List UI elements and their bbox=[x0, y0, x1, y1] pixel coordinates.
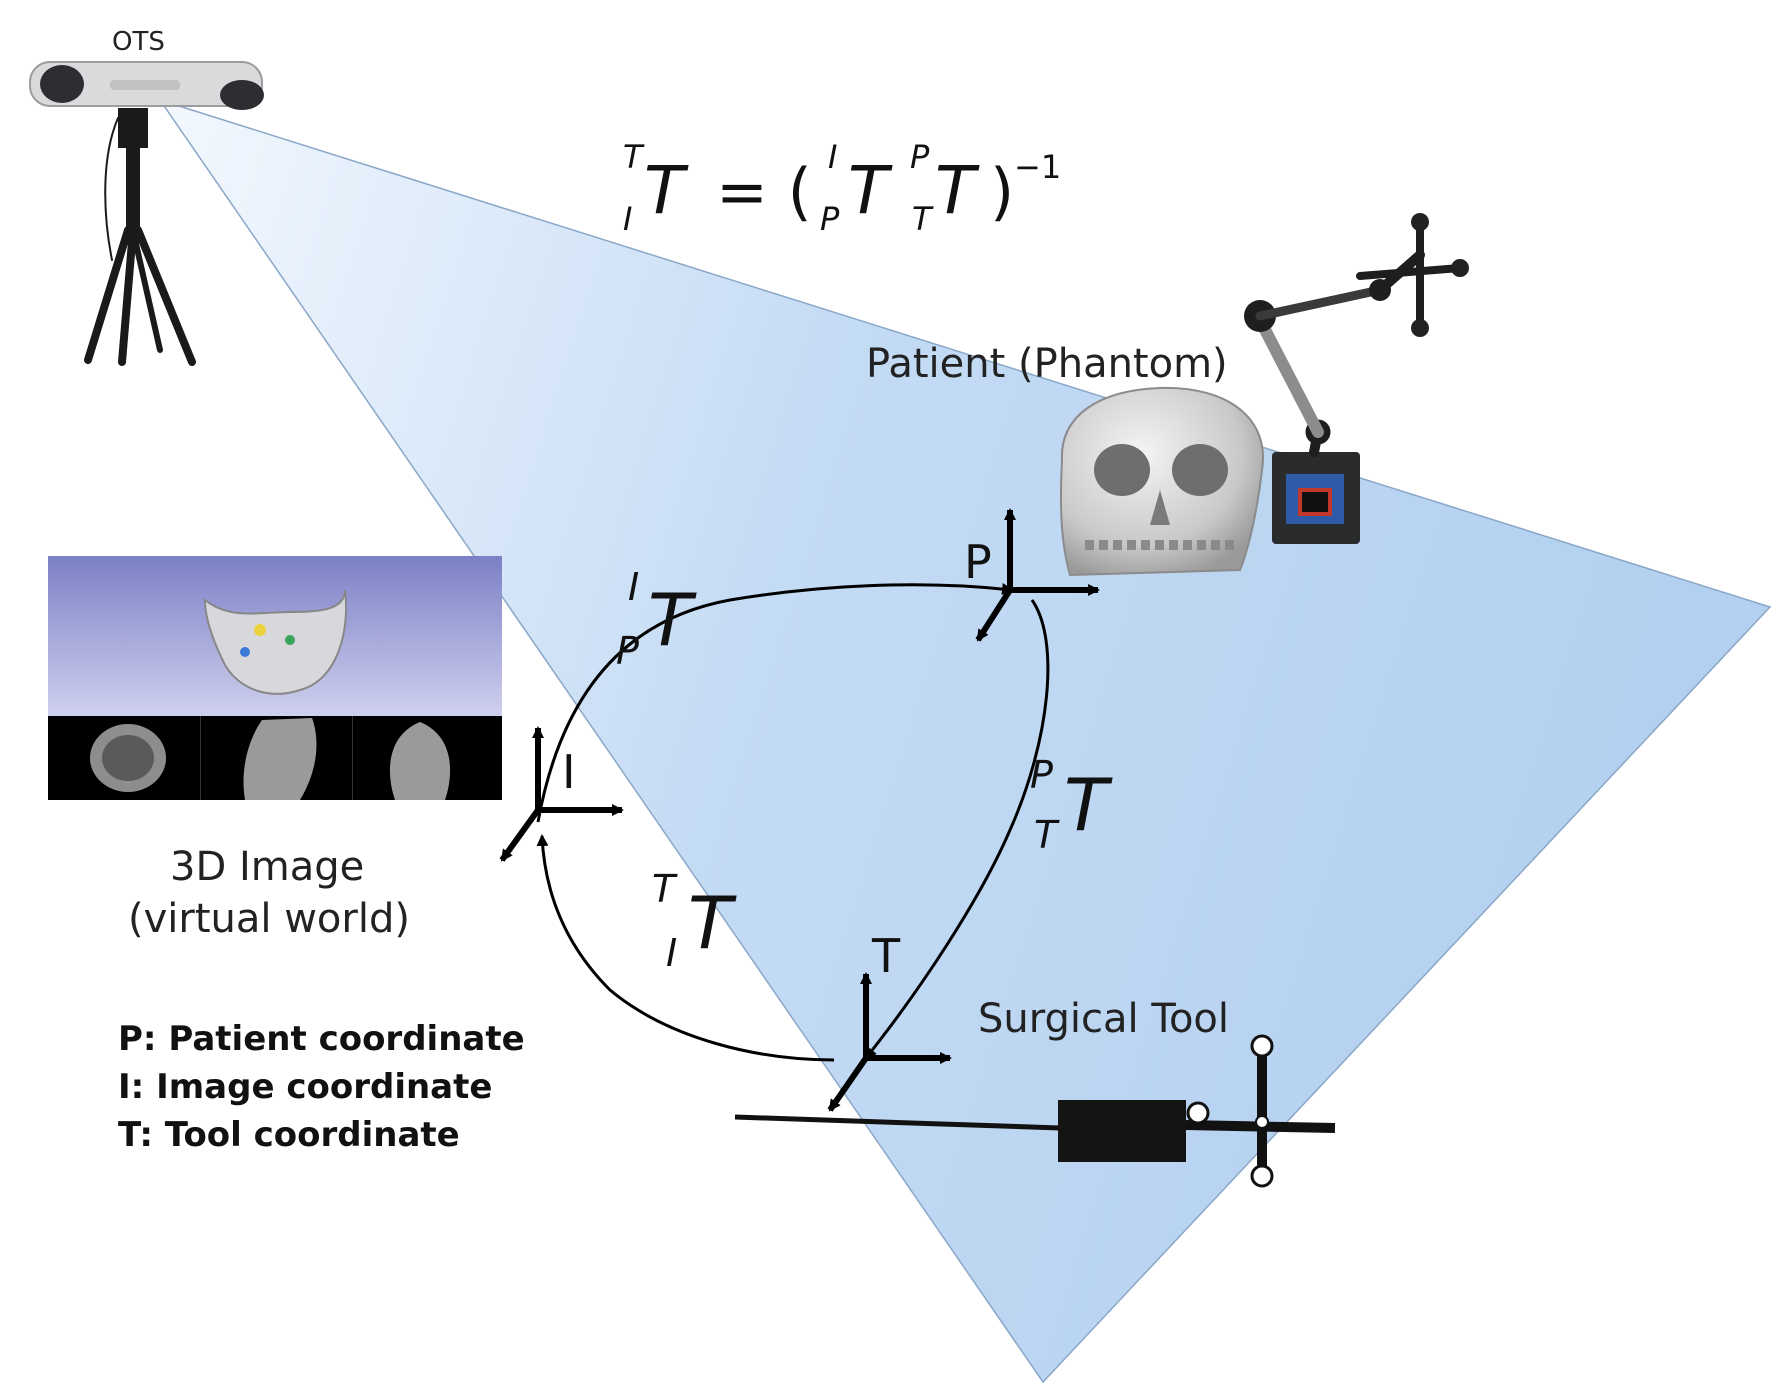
tool-frame bbox=[827, 972, 952, 1112]
svg-text:T: T bbox=[688, 881, 737, 965]
surgical-tool-icon bbox=[734, 1034, 1336, 1188]
svg-text:I: I bbox=[828, 138, 837, 176]
svg-text:): ) bbox=[990, 155, 1014, 228]
image-frame bbox=[499, 726, 624, 862]
image-label-line1: 3D Image bbox=[170, 844, 364, 890]
svg-text:= (: = ( bbox=[716, 155, 812, 228]
svg-text:T: T bbox=[1034, 813, 1060, 857]
tripod-icon bbox=[84, 108, 196, 366]
patient-frame bbox=[975, 508, 1100, 642]
ots-label: OTS bbox=[112, 27, 165, 57]
svg-text:I: I bbox=[628, 565, 639, 609]
marker-arm-icon bbox=[1244, 213, 1469, 457]
transform-label-ti: T I T bbox=[652, 867, 737, 975]
svg-text:P: P bbox=[910, 138, 930, 176]
transform-curve-ti bbox=[536, 834, 835, 1062]
transform-formula: T I T = ( I P T P T T ) −1 bbox=[623, 138, 1061, 238]
transform-curve-ip bbox=[536, 582, 1014, 823]
svg-text:T: T bbox=[644, 152, 689, 229]
svg-text:T: T bbox=[652, 867, 678, 911]
svg-text:P: P bbox=[1030, 753, 1053, 797]
ots-camera-icon bbox=[29, 61, 264, 110]
surgical-tool-label: Surgical Tool bbox=[978, 996, 1229, 1042]
patient-axis-label: P bbox=[964, 535, 992, 589]
patient-label: Patient (Phantom) bbox=[866, 341, 1228, 387]
svg-text:T: T bbox=[1064, 763, 1113, 847]
transform-label-pt: P T T bbox=[1030, 753, 1113, 857]
svg-text:I: I bbox=[666, 931, 677, 975]
tool-axis-label: T bbox=[871, 929, 901, 983]
tracking-volume bbox=[158, 98, 1772, 1384]
svg-text:P: P bbox=[616, 629, 639, 673]
image-axis-label: I bbox=[562, 745, 576, 799]
magnetic-base-icon bbox=[1272, 452, 1360, 544]
transform-curve-pt bbox=[864, 599, 1050, 1060]
image-label-line2: (virtual world) bbox=[128, 896, 410, 942]
svg-text:T: T bbox=[912, 200, 934, 238]
legend-item-patient: P: Patient coordinate bbox=[118, 1019, 525, 1059]
transform-label-ip: I P T bbox=[616, 565, 697, 673]
svg-text:T: T bbox=[648, 578, 697, 662]
legend-item-tool: T: Tool coordinate bbox=[118, 1115, 460, 1155]
svg-text:T: T bbox=[848, 152, 893, 229]
skull-phantom-icon bbox=[1059, 386, 1264, 577]
svg-text:−1: −1 bbox=[1014, 148, 1061, 186]
ct-image-icon bbox=[48, 556, 502, 800]
coordinate-legend: P: Patient coordinate I: Image coordinat… bbox=[118, 1019, 525, 1155]
svg-text:T: T bbox=[935, 152, 980, 229]
svg-text:I: I bbox=[623, 200, 632, 238]
legend-item-image: I: Image coordinate bbox=[118, 1067, 492, 1107]
svg-text:T: T bbox=[623, 138, 645, 176]
svg-text:P: P bbox=[820, 200, 840, 238]
